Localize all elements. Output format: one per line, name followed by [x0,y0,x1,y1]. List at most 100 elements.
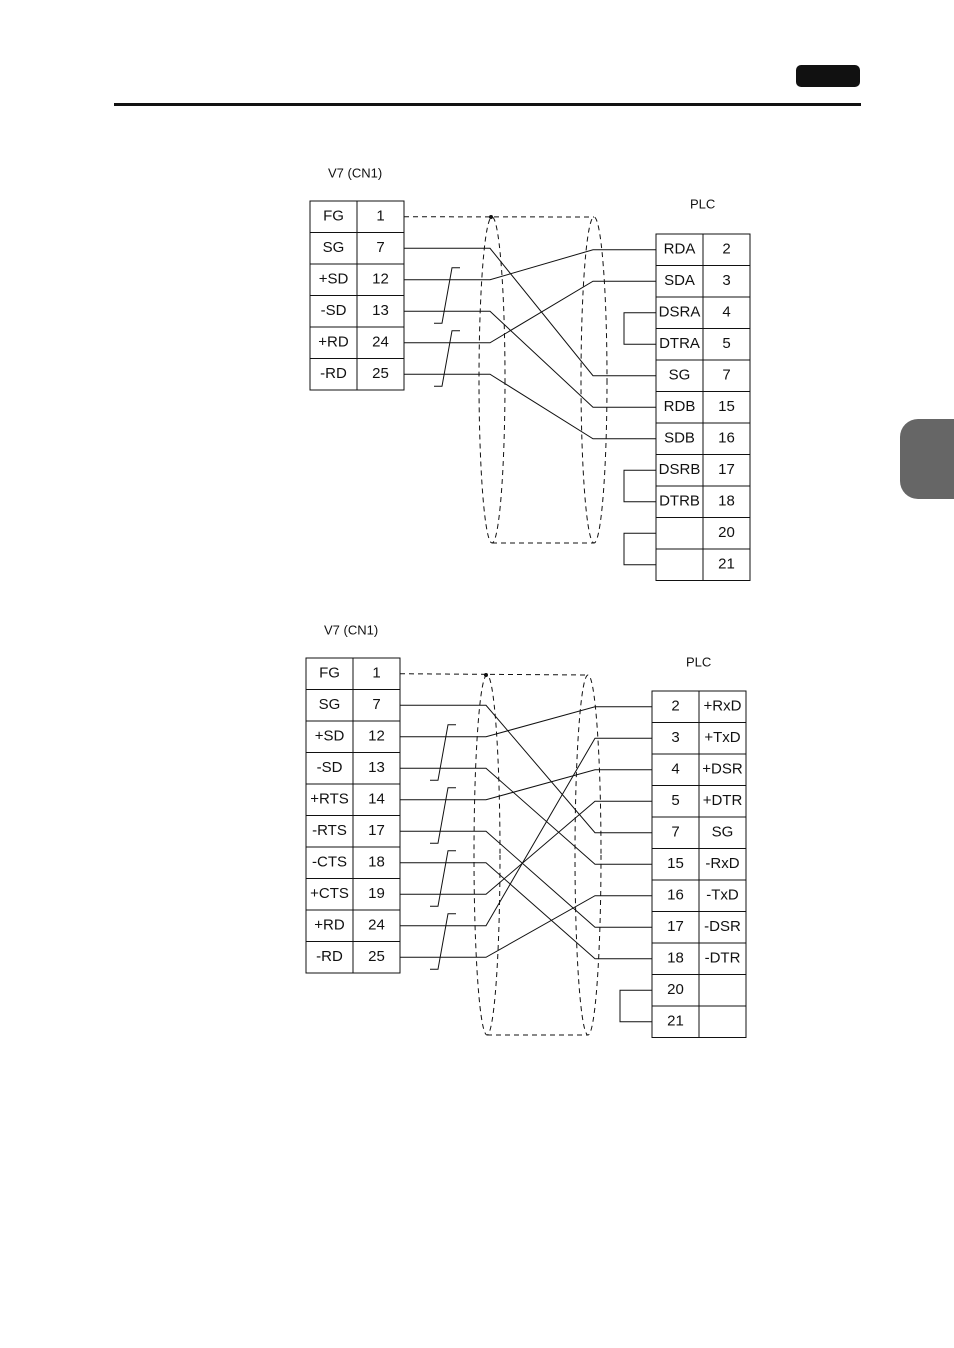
v7-signal-name: FG [319,665,340,682]
plc-cell-right: -DSR [704,918,741,935]
v7-signal-name: +RD [318,334,349,351]
wires [404,247,656,566]
v7-signal-name: -RD [316,948,343,965]
chapter-side-tab [900,419,954,499]
plc-cell-left: RDB [664,398,696,415]
plc-cell-right: -DTR [705,950,741,967]
twisted-pair-marker [434,330,460,387]
v7-pin-number: 14 [368,791,385,808]
v7-pin-number: 12 [372,271,389,288]
plc-cell-right: 3 [722,272,730,289]
v7-signal-name: +SD [315,728,345,745]
wire [400,704,652,834]
plc-cell-right: -TxD [706,887,739,904]
v7-pin-number: 13 [372,302,389,319]
v7-signal-name: SG [319,696,341,713]
plc-cell-left: 17 [667,918,684,935]
jumper-wire [623,312,656,345]
v7-pin-number: 1 [376,208,384,225]
plc-cell-right: 21 [718,556,735,573]
v7-pin-number: 25 [372,365,389,382]
plc-cell-left: 3 [671,729,679,746]
v7-signal-name: FG [323,208,344,225]
v7-signal-name: +CTS [310,885,349,902]
v7-connector-label: V7 (CN1) [324,622,378,637]
jumper-wire [623,532,656,566]
v7-pin-number: 18 [368,854,385,871]
shield-outline-2 [574,674,602,1036]
plc-cell-left: DTRB [659,493,700,510]
v7-pin-number: 25 [368,948,385,965]
cable-shield [399,673,602,1036]
shield-outline-1 [478,216,506,544]
cable-shield [403,215,608,544]
plc-cell-left: 4 [671,761,679,778]
wire [404,249,656,281]
header-rule [114,103,861,106]
plc-label: PLC [690,196,715,211]
plc-cell-right: 20 [718,524,735,541]
v7-signal-name: -SD [321,302,347,319]
plc-cell-left: SDB [664,430,695,447]
plc-cell-left: 7 [671,824,679,841]
plc-cell-right: SG [712,824,734,841]
v7-pin-number: 7 [376,239,384,256]
shield-outline-2 [580,216,608,544]
plc-cell-left: SDA [664,272,695,289]
jumper-wire [623,469,656,503]
wire [404,247,656,377]
v7-signal-name: -RTS [312,822,347,839]
v7-pin-number: 19 [368,885,385,902]
plc-cell-left: DSRB [659,461,701,478]
plc-cell-left: 15 [667,855,684,872]
plc-cell-left: DTRA [659,335,700,352]
plc-cell-right: +TxD [704,729,740,746]
plc-cell-right: +DTR [703,792,743,809]
v7-pin-number: 7 [372,696,380,713]
v7-pin-number: 12 [368,728,385,745]
jumper-wire [619,989,652,1023]
wire [404,373,656,440]
plc-cell-right: 7 [722,367,730,384]
v7-signal-name: -CTS [312,854,347,871]
plc-cell-right: 16 [718,430,735,447]
plc-cell-right: 2 [722,241,730,258]
plc-cell-left: 18 [667,950,684,967]
v7-signal-name: +SD [319,271,349,288]
shield-outline-1 [473,674,501,1036]
plc-cell-right: 15 [718,398,735,415]
v7-connector-label: V7 (CN1) [328,165,382,180]
plc-cell-left: 20 [667,981,684,998]
v7-pin-number: 24 [368,917,385,934]
wire [400,767,652,865]
wire [400,800,652,895]
v7-signal-name: -SD [317,759,343,776]
wire [404,280,656,344]
plc-cell-right: 5 [722,335,730,352]
wire [400,706,652,738]
twisted-pair-marker [430,787,456,844]
plc-label: PLC [686,654,711,669]
plc-cell-right: 18 [718,493,735,510]
v7-signal-name: +RTS [310,791,349,808]
shield-connection-dot [489,215,493,219]
cable-diagram-2: V7 (CN1) PLC FG 1SG 7 +SD 12 -SD 13 +RTS 14 -RTS 17 -… [305,622,747,1038]
plc-cell-right: +RxD [704,698,742,715]
v7-pin-number: 13 [368,759,385,776]
page-tab-badge [796,65,860,87]
twisted-pair-marker [434,267,460,324]
plc-cell-right: +DSR [702,761,743,778]
plc-cell-left: 21 [667,1013,684,1030]
wires [400,704,652,1023]
wire [400,862,652,960]
shield-connection-dot [484,673,488,677]
wire [400,737,652,927]
v7-pin-number: 1 [372,665,380,682]
v7-signal-name: SG [323,239,345,256]
